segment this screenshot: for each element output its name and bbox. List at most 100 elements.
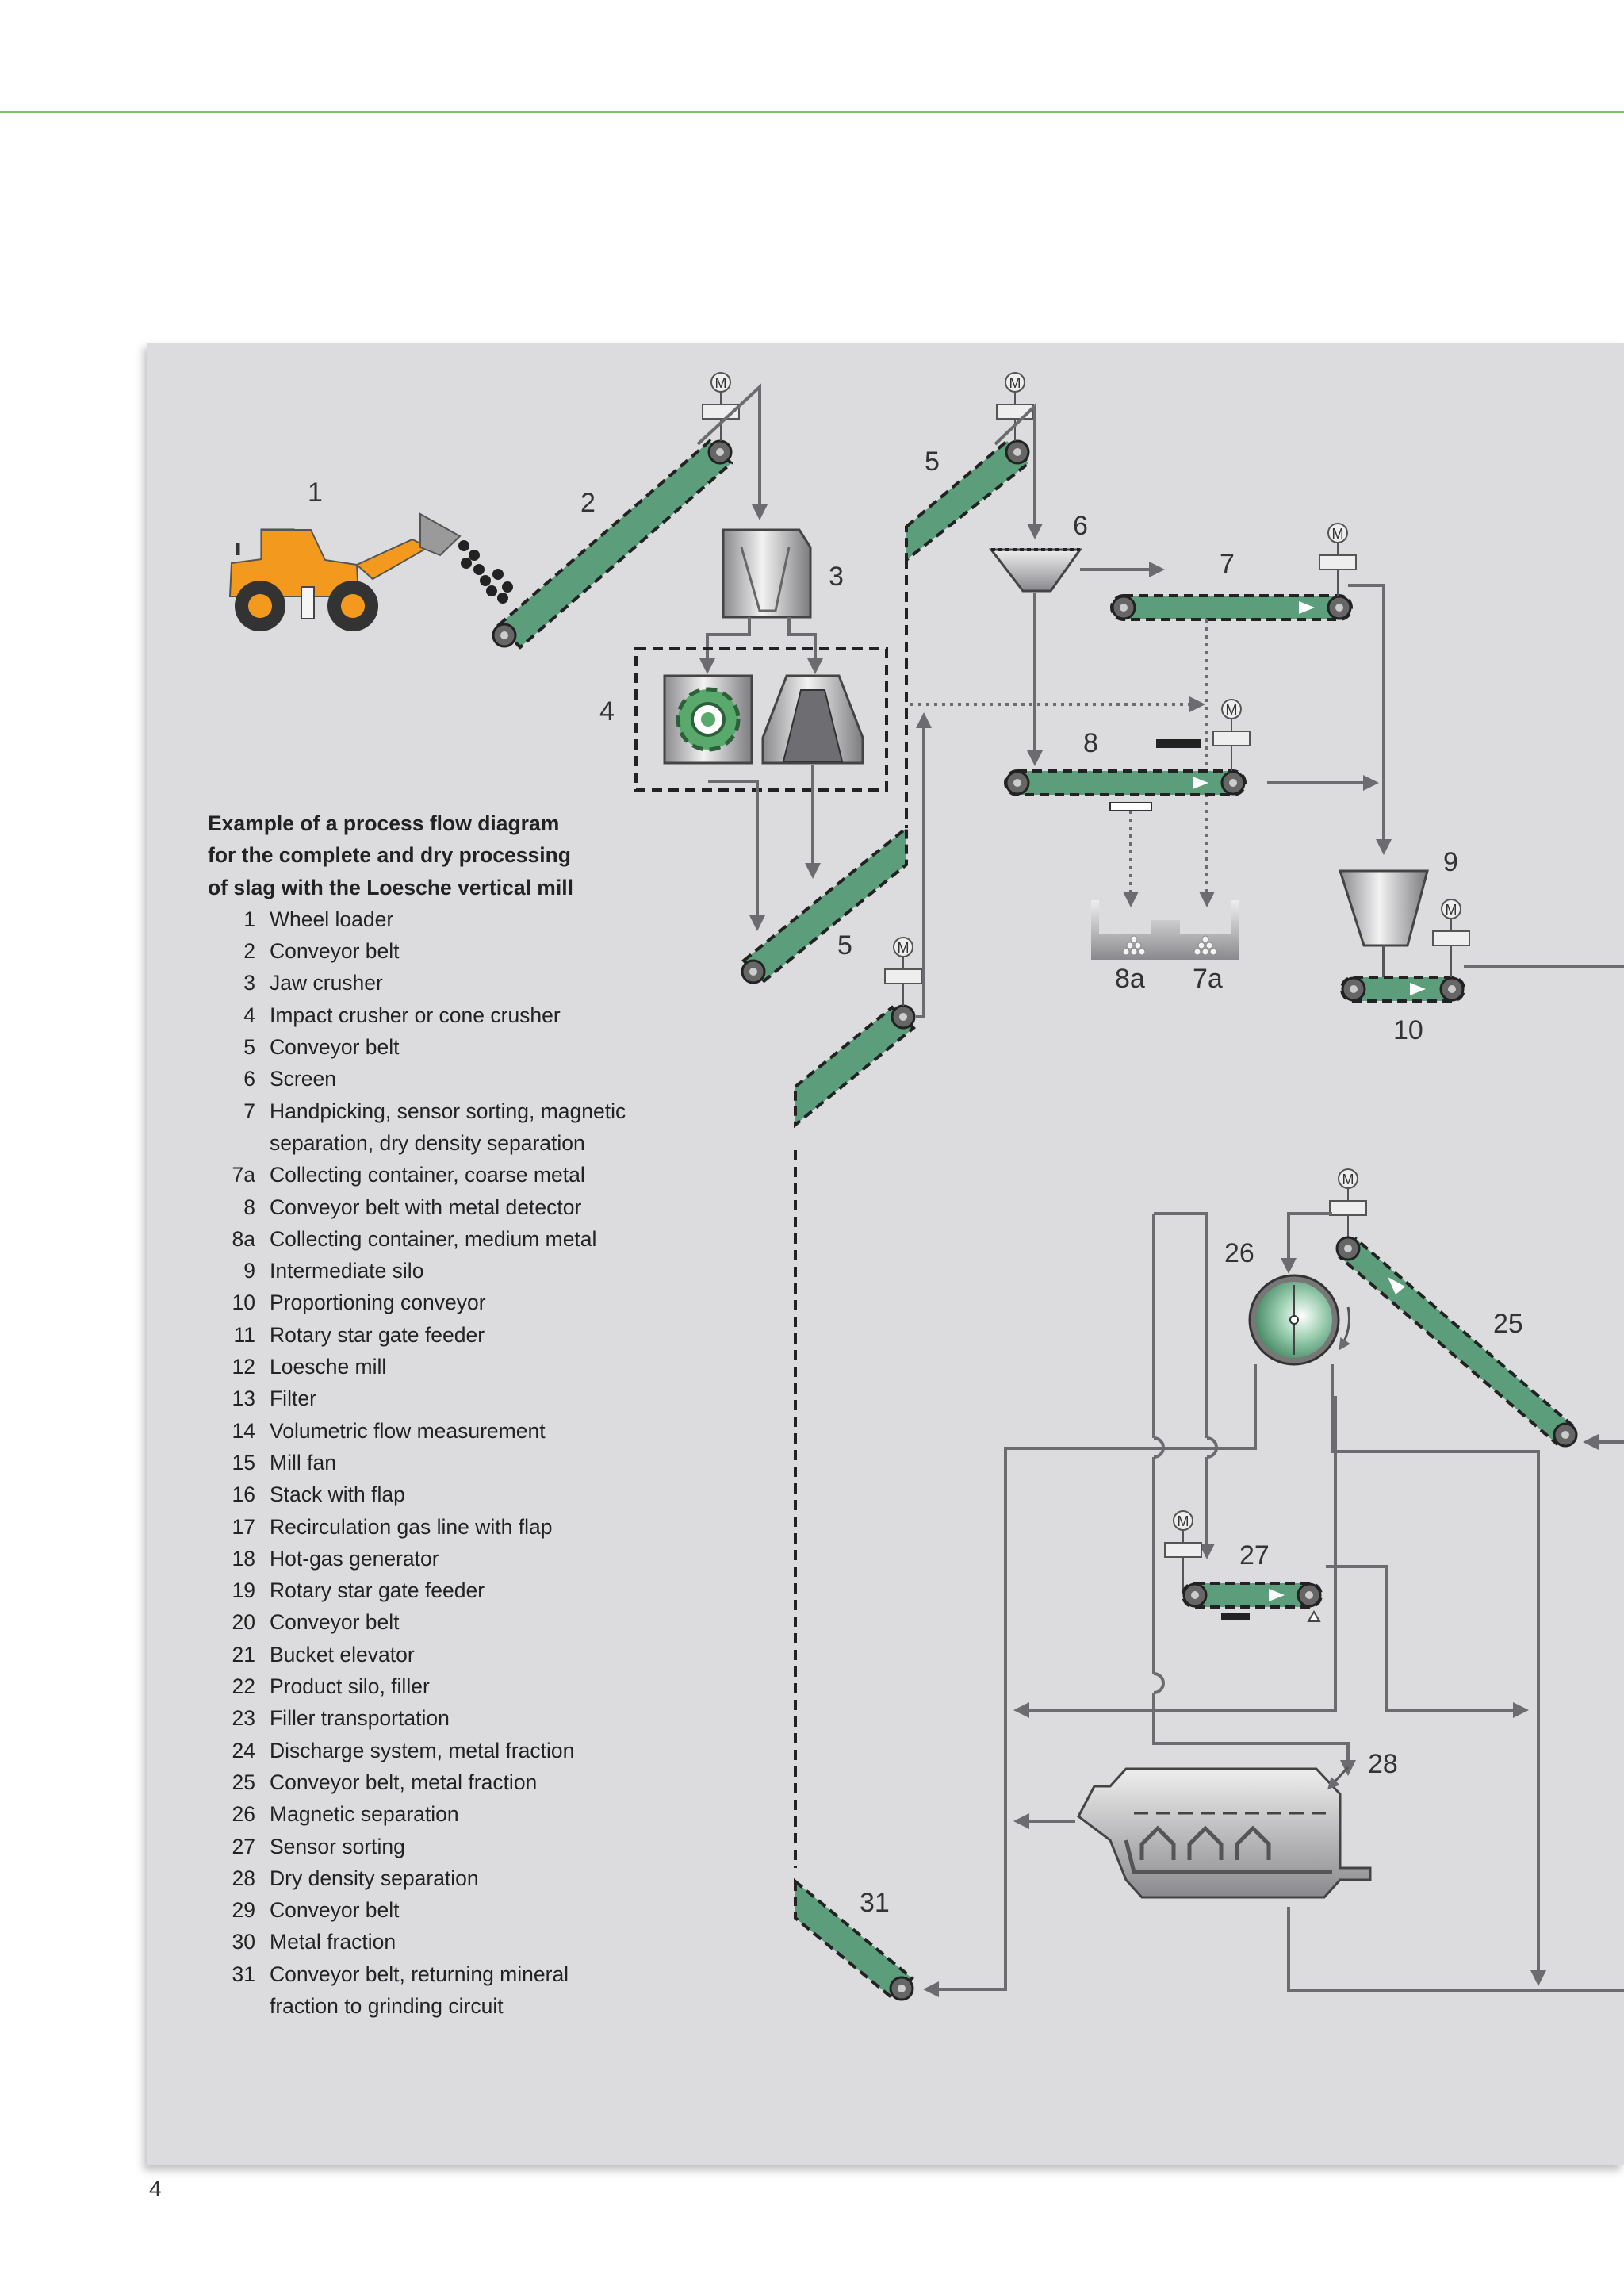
conveyor-belt-25	[1335, 1236, 1578, 1448]
legend-item-number: 13	[232, 1386, 255, 1411]
motor-icon: M	[702, 372, 740, 441]
legend-item-number: 8	[243, 1195, 255, 1219]
legend-item-label: Filter	[270, 1386, 316, 1411]
slag-falling-icon	[458, 540, 513, 604]
motor-icon: M	[1329, 1168, 1367, 1248]
legend-item-number: 10	[232, 1291, 255, 1315]
legend-item: 12 Loesche mill	[208, 1351, 715, 1383]
flow-line	[1013, 1396, 1337, 1718]
legend-item-label: Sensor sorting	[270, 1834, 405, 1858]
conveyor-belt-5-upper	[905, 439, 1031, 564]
legend-item: 19 Rotary star gate feeder	[208, 1574, 715, 1606]
legend-item-number: 4	[243, 1003, 255, 1027]
legend-item-label: Collecting container, medium metal	[270, 1226, 597, 1251]
legend-item-number: 2	[243, 939, 255, 964]
legend-item-label: Jaw crusher	[270, 971, 383, 995]
sensor-sorting-conveyor-27	[1182, 1582, 1323, 1622]
callout-31: 31	[860, 1888, 890, 1918]
flow-line	[708, 780, 765, 931]
conveyor-belt-2	[492, 439, 733, 650]
callout-28: 28	[1368, 1749, 1398, 1779]
legend-item-label: Discharge system, metal fraction	[270, 1738, 575, 1762]
motor-icon: M	[996, 372, 1034, 441]
callout-5-lower: 5	[837, 930, 852, 961]
legend-item-number: 7a	[232, 1163, 255, 1187]
legend: Example of a process flow diagram for th…	[208, 807, 715, 2022]
flow-line	[699, 617, 751, 674]
flow-line	[1154, 1212, 1208, 1438]
legend-item-label: Product silo, filler	[270, 1674, 430, 1699]
legend-item-label: Conveyor belt	[270, 939, 400, 964]
legend-item-label: Conveyor belt with metal detector	[270, 1195, 582, 1219]
legend-item-label: Stack with flap	[270, 1482, 405, 1507]
legend-item-number: 19	[232, 1578, 255, 1603]
flow-line	[1331, 1364, 1546, 1986]
legend-item-number: 31	[232, 1962, 255, 1986]
callout-8a: 8a	[1115, 964, 1145, 994]
legend-item-number: 28	[232, 1866, 255, 1890]
svg-text:M: M	[1009, 375, 1021, 391]
legend-item-label: Mill fan	[270, 1450, 336, 1475]
legend-item: 1 Wheel loader	[208, 903, 715, 935]
legend-item-label: Conveyor belt	[270, 1610, 400, 1635]
svg-text:M: M	[715, 375, 727, 391]
legend-item-number: 3	[243, 971, 255, 995]
legend-item-number: 11	[233, 1322, 255, 1347]
legend-item-label: Proportioning conveyor	[270, 1291, 486, 1315]
proportioning-conveyor-10	[1340, 976, 1465, 1003]
legend-item-label: Wheel loader	[270, 907, 394, 931]
legend-item-number: 1	[243, 907, 255, 931]
legend-item-number: 9	[243, 1259, 255, 1283]
flow-line	[916, 712, 932, 1018]
legend-item-number: 12	[232, 1355, 255, 1379]
callout-4: 4	[599, 696, 615, 727]
legend-item-label: Filler transportation	[270, 1706, 450, 1731]
legend-item-number: 25	[232, 1770, 255, 1794]
flow-line	[1348, 584, 1392, 855]
callout-25: 25	[1493, 1309, 1523, 1339]
legend-item-number: 23	[232, 1706, 255, 1731]
legend-item-label: Metal fraction	[270, 1930, 396, 1954]
legend-item: 13 Filter	[208, 1383, 715, 1414]
callout-9: 9	[1443, 847, 1458, 877]
legend-item-label: Rotary star gate feeder	[270, 1322, 485, 1347]
legend-item-number: 26	[232, 1802, 255, 1827]
legend-item: 10 Proportioning conveyor	[208, 1287, 715, 1318]
legend-item-label: Rotary star gate feeder	[270, 1578, 485, 1603]
conveyor-belt-return	[794, 1004, 917, 1129]
callout-3: 3	[829, 562, 844, 592]
legend-item: 4 Impact crusher or cone crusher	[208, 999, 715, 1031]
callout-5-upper: 5	[925, 447, 940, 477]
legend-item-label: Hot-gas generator	[270, 1546, 439, 1571]
legend-item-label: Impact crusher or cone crusher	[270, 1003, 561, 1027]
sorting-conveyor-7	[1110, 594, 1353, 621]
conveyor-belt-8	[1004, 769, 1247, 811]
motor-icon: M	[884, 937, 922, 1006]
legend-item-label: Magnetic separation	[270, 1802, 459, 1827]
legend-item: 26 Magnetic separation	[208, 1798, 715, 1830]
conveyor-belt-5-lower	[741, 824, 908, 984]
callout-6: 6	[1073, 511, 1088, 541]
collecting-containers-icon	[1091, 900, 1239, 960]
svg-text:M: M	[1446, 902, 1457, 918]
legend-item-label: Screen	[270, 1067, 336, 1091]
flow-line	[696, 383, 768, 520]
legend-item-number: 30	[232, 1930, 255, 1954]
legend-item-label: Loesche mill	[270, 1355, 387, 1379]
dry-density-separator-icon	[1077, 1766, 1372, 1899]
callout-10: 10	[1393, 1015, 1423, 1045]
metal-detector-icon	[1156, 739, 1201, 748]
